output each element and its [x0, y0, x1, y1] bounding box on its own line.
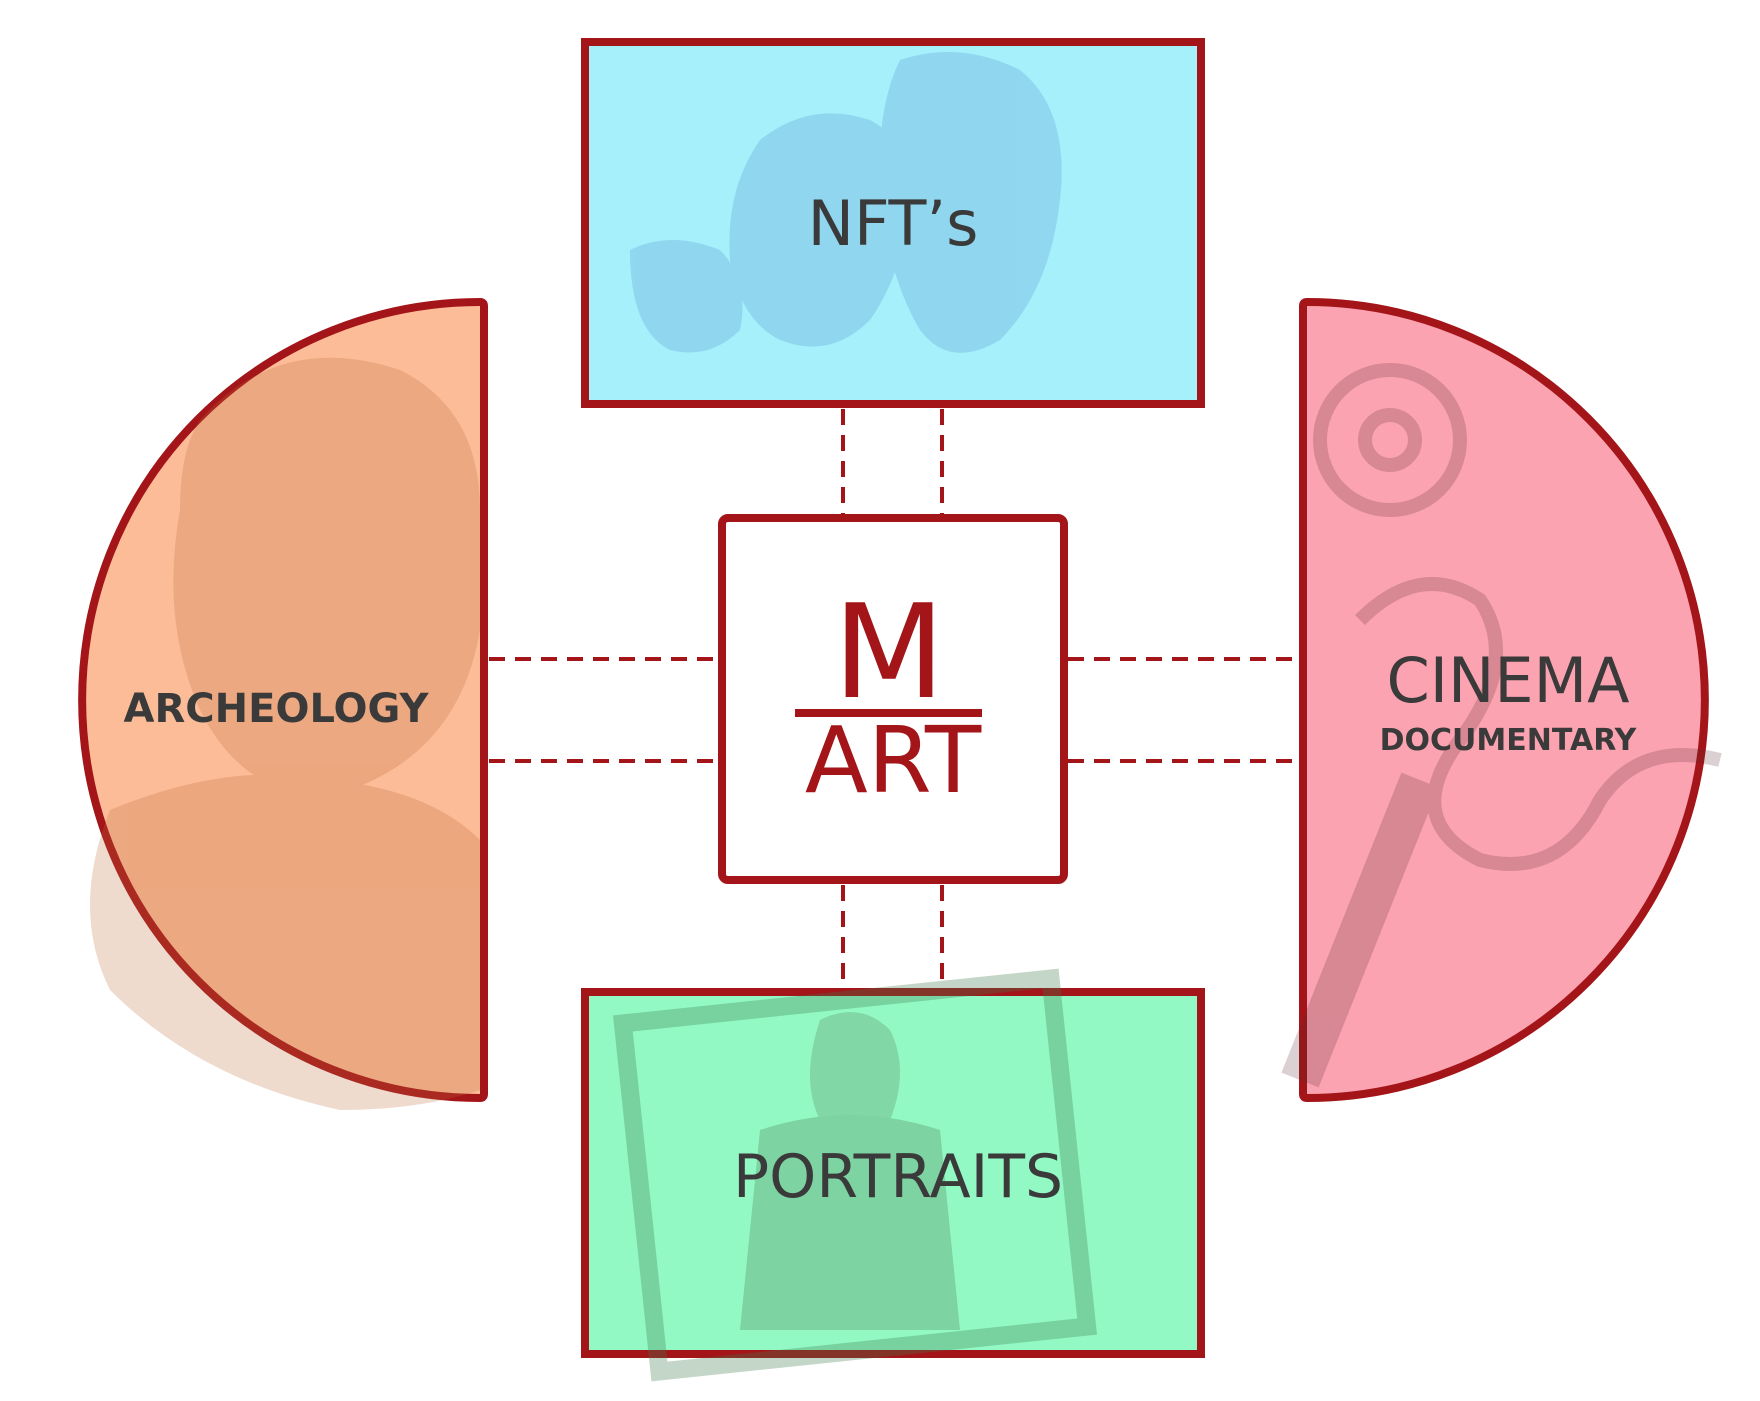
- archeology-half-disc: [78, 298, 488, 1102]
- portraits-box: [581, 988, 1205, 1358]
- masks-icon: [630, 52, 1062, 353]
- archeology-node[interactable]: ARCHEOLOGY: [78, 298, 488, 1110]
- documentary-label: DOCUMENTARY: [1380, 723, 1638, 758]
- portraits-label: PORTRAITS: [733, 1142, 1063, 1212]
- connectors: [489, 409, 1298, 987]
- mart-logo-box: [718, 514, 1068, 884]
- bust-icon: [90, 357, 481, 1110]
- film-reel-icon: [1281, 363, 1722, 1088]
- mart-logo-node[interactable]: M ART: [718, 514, 1068, 884]
- portraits-node[interactable]: PORTRAITS: [581, 968, 1205, 1382]
- nft-label: NFT’s: [808, 187, 979, 260]
- archeology-label: ARCHEOLOGY: [124, 686, 430, 732]
- portrait-painting-icon: [612, 968, 1098, 1382]
- mart-logo-m: M: [833, 576, 945, 728]
- nft-node[interactable]: NFT’s: [581, 38, 1205, 408]
- nft-box: [581, 38, 1205, 408]
- cinema-label: CINEMA: [1386, 644, 1629, 717]
- cinema-node[interactable]: CINEMA DOCUMENTARY: [1281, 298, 1722, 1102]
- mart-logo-art: ART: [805, 707, 982, 814]
- cinema-half-disc: [1299, 298, 1709, 1102]
